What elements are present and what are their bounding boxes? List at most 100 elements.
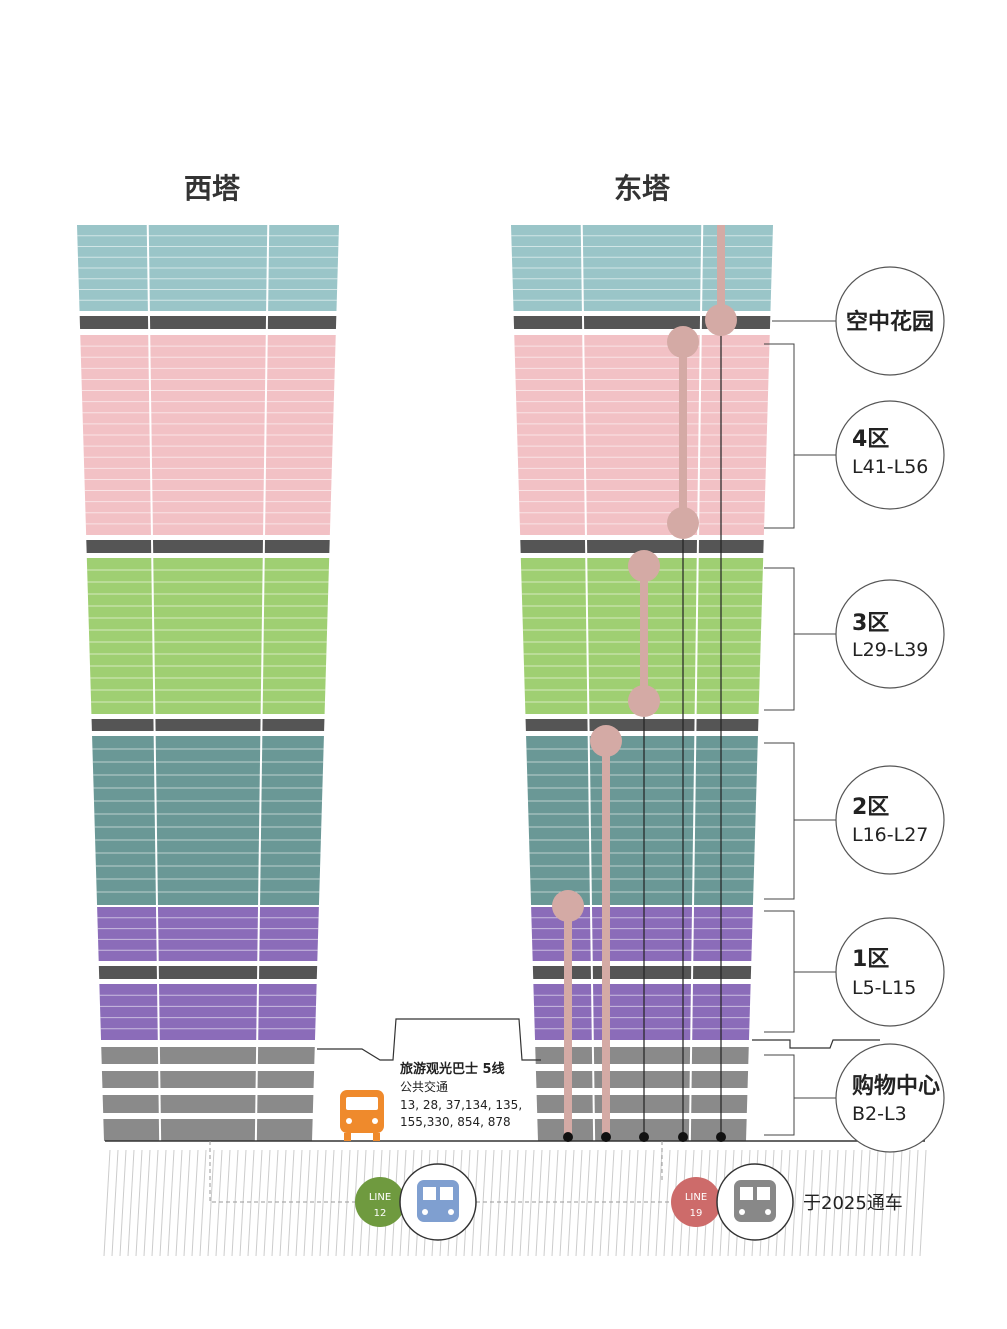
hatch-stroke — [919, 1149, 927, 1257]
hatch-stroke — [279, 1149, 287, 1257]
hatch-stroke — [655, 1149, 663, 1257]
elevator-stop — [667, 507, 699, 539]
elevator-base-dot — [639, 1132, 649, 1142]
hatch-stroke — [791, 1149, 799, 1257]
hatch-stroke — [551, 1149, 559, 1257]
line19-word: LINE — [685, 1192, 707, 1203]
hatch-stroke — [911, 1149, 919, 1257]
east-band-mall3 — [536, 1095, 748, 1113]
east-band-mech3 — [525, 719, 759, 731]
hatch-stroke — [895, 1149, 903, 1257]
zone-1: 1区 L5-L15 — [835, 917, 945, 1027]
hatch-stroke — [191, 1149, 199, 1257]
bus-routes-2: 155,330, 854, 878 — [400, 1115, 511, 1129]
bus-line-title: 旅游观光巴士 5线 — [400, 1061, 505, 1077]
zone-4: 4区 L41-L56 — [835, 400, 945, 510]
east-band-zone1a — [531, 907, 753, 961]
hatch-stroke — [111, 1149, 119, 1257]
hatch-stroke — [855, 1149, 863, 1257]
east-column-divider — [580, 224, 596, 1142]
hatch-stroke — [143, 1149, 151, 1257]
hatch-stroke — [631, 1149, 639, 1257]
zone-brackets — [764, 320, 836, 1136]
sky-garden-label: 空中花园 — [846, 309, 934, 335]
hatch-stroke — [215, 1149, 223, 1257]
west-band-mech4 — [98, 966, 318, 979]
podium-bridge-outline — [317, 1018, 541, 1061]
zone-bracket — [764, 343, 795, 529]
zone-bracket — [764, 1054, 795, 1136]
west-band-mall3 — [102, 1095, 314, 1113]
elevator-stop — [667, 326, 699, 358]
elevator-stop — [628, 550, 660, 582]
elevator-base-dot — [716, 1132, 726, 1142]
zone2-range: L16-L27 — [852, 824, 928, 846]
zone-2: 2区 L16-L27 — [835, 765, 945, 875]
hatch-stroke — [543, 1149, 551, 1257]
hatch-stroke — [151, 1149, 159, 1257]
elevator-base-dot — [563, 1132, 573, 1142]
east-band-mech4 — [532, 966, 752, 979]
metro-line-19: LINE 19 — [671, 1163, 794, 1241]
elevator-stop — [705, 304, 737, 336]
hatch-stroke — [607, 1149, 615, 1257]
hatch-stroke — [199, 1149, 207, 1257]
zone2-title: 2区 — [852, 795, 889, 820]
hatch-stroke — [639, 1149, 647, 1257]
west-band-zone1a — [97, 907, 319, 961]
west-band-mall4 — [103, 1119, 313, 1141]
hatch-stroke — [303, 1149, 311, 1257]
zone4-range: L41-L56 — [852, 456, 928, 478]
hatch-stroke — [519, 1149, 527, 1257]
hatch-stroke — [319, 1149, 327, 1257]
west-column-divider — [254, 224, 270, 1142]
podium-east-outline — [752, 1039, 880, 1049]
hatch-stroke — [567, 1149, 575, 1257]
west-band-mech1 — [79, 316, 337, 329]
east-band-mall2 — [535, 1071, 749, 1088]
east-band-mall1 — [535, 1047, 749, 1064]
hatch-stroke — [247, 1149, 255, 1257]
mall-range: B2-L3 — [852, 1103, 907, 1125]
metro-line-12: LINE 12 — [355, 1163, 477, 1241]
hatch-stroke — [103, 1149, 111, 1257]
east-band-zone1b — [533, 984, 751, 1040]
hatch-stroke — [839, 1149, 847, 1257]
west-band-mech2 — [86, 540, 330, 553]
hatch-stroke — [183, 1149, 191, 1257]
east-band-mech2 — [520, 540, 764, 553]
zone-bracket — [764, 910, 795, 1033]
hatch-stroke — [847, 1149, 855, 1257]
elevator-stop — [628, 685, 660, 717]
zone-3: 3区 L29-L39 — [835, 579, 945, 689]
hatch-stroke — [479, 1149, 487, 1257]
bus-icon — [340, 1090, 384, 1141]
zone-mall: 购物中心 B2-L3 — [835, 1043, 945, 1153]
hatch-stroke — [263, 1149, 271, 1257]
hatch-stroke — [663, 1149, 671, 1257]
zone3-title: 3区 — [852, 611, 889, 636]
hatch-stroke — [831, 1149, 839, 1257]
line19-open-note: 于2025通车 — [803, 1193, 903, 1214]
west-band-zone2 — [92, 736, 324, 905]
west-column-divider — [146, 224, 162, 1142]
zone1-title: 1区 — [852, 947, 889, 972]
hatch-stroke — [351, 1149, 359, 1257]
hatch-stroke — [903, 1149, 911, 1257]
east-column-divider — [688, 224, 704, 1142]
elevator-system — [552, 225, 737, 1142]
hatch-stroke — [647, 1149, 655, 1257]
elevator-base-dot — [601, 1132, 611, 1142]
bus-transit-label: 公共交通 — [400, 1079, 448, 1094]
hatch-stroke — [511, 1149, 519, 1257]
zone-sky-garden: 空中花园 — [835, 266, 945, 376]
hatch-stroke — [583, 1149, 591, 1257]
hatch-stroke — [879, 1149, 887, 1257]
east-band-mall4 — [537, 1119, 747, 1141]
east-tower-title: 东塔 — [614, 172, 671, 205]
hatch-stroke — [223, 1149, 231, 1257]
underground-path-west — [209, 1141, 364, 1203]
train-icon-12 — [417, 1180, 459, 1222]
hatch-stroke — [175, 1149, 183, 1257]
